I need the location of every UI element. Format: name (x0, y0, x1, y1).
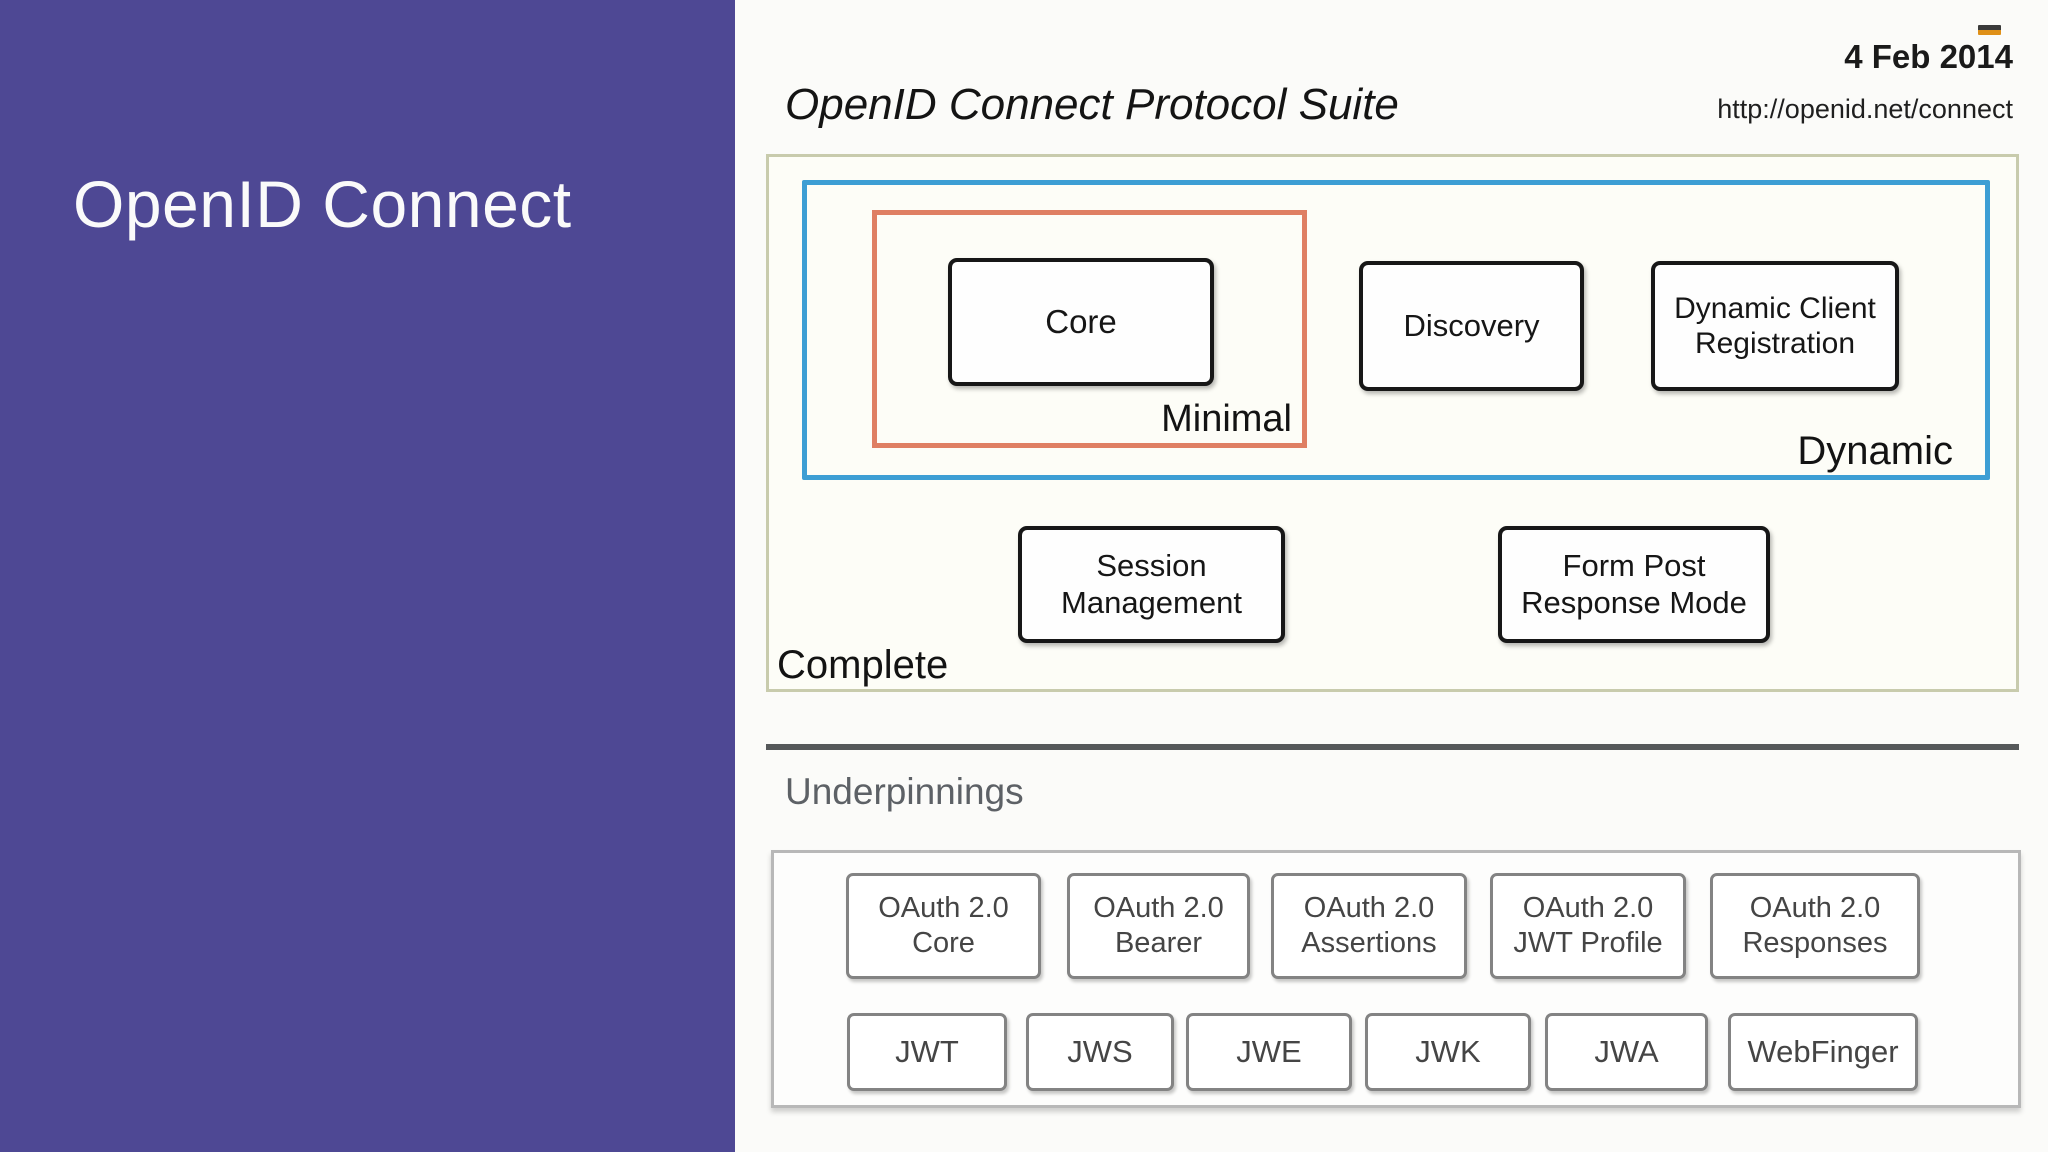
minimal-group: Minimal Core (872, 210, 1307, 448)
complete-group-label: Complete (777, 643, 949, 687)
date-label: 4 Feb 2014 (1844, 38, 2013, 75)
section-divider (766, 744, 2019, 750)
underpinning-box-jwe: JWE (1186, 1013, 1352, 1091)
form-post-response-mode-box: Form Post Response Mode (1498, 526, 1770, 643)
page-title: OpenID Connect Protocol Suite (785, 80, 1399, 129)
underpinning-box-jwt: JWT (847, 1013, 1007, 1091)
sidebar-slide-title: OpenID Connect (73, 167, 572, 241)
dynamic-client-registration-box: Dynamic Client Registration (1651, 261, 1899, 391)
minimal-group-label: Minimal (1161, 398, 1292, 441)
orange-marker-icon-bottom (1978, 30, 2001, 35)
underpinning-box-webfinger: WebFinger (1728, 1013, 1918, 1091)
underpinning-box-jwa: JWA (1545, 1013, 1708, 1091)
orange-marker-icon (1978, 25, 2001, 35)
complete-group: Complete Dynamic Minimal Core Discovery … (766, 154, 2019, 692)
session-management-box: Session Management (1018, 526, 1285, 643)
underpinning-box-jws: JWS (1026, 1013, 1174, 1091)
url-label: http://openid.net/connect (1717, 94, 2013, 124)
underpinning-box-oauth-jwt-profile: OAuth 2.0 JWT Profile (1490, 873, 1686, 979)
sidebar: OpenID Connect (0, 0, 735, 1152)
underpinnings-container: OAuth 2.0 Core OAuth 2.0 Bearer OAuth 2.… (771, 850, 2021, 1108)
core-box: Core (948, 258, 1214, 386)
underpinnings-heading: Underpinnings (785, 771, 1024, 812)
underpinning-box-jwk: JWK (1365, 1013, 1531, 1091)
slide-area: OpenID Connect Protocol Suite 4 Feb 2014… (737, 0, 2048, 1152)
dynamic-group: Dynamic Minimal Core Discovery Dynamic C… (802, 180, 1990, 480)
underpinning-box-oauth-core: OAuth 2.0 Core (846, 873, 1041, 979)
dynamic-group-label: Dynamic (1797, 429, 1953, 473)
underpinning-box-oauth-responses: OAuth 2.0 Responses (1710, 873, 1920, 979)
orange-marker-icon-top (1978, 25, 2001, 30)
underpinning-box-oauth-assertions: OAuth 2.0 Assertions (1271, 873, 1467, 979)
discovery-box: Discovery (1359, 261, 1584, 391)
underpinning-box-oauth-bearer: OAuth 2.0 Bearer (1067, 873, 1250, 979)
